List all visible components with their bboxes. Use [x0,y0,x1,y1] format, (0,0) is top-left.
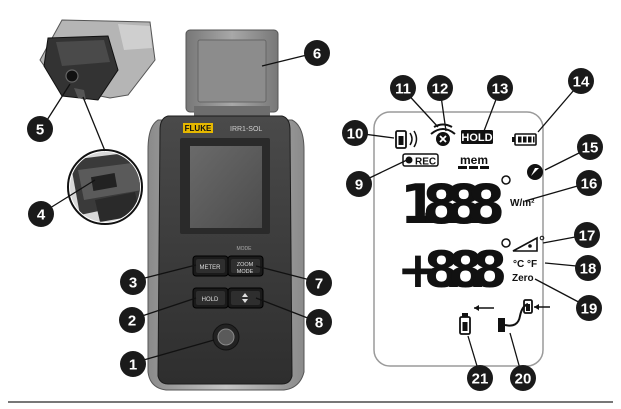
callout-18: 18 [575,255,601,281]
callout-21: 21 [467,365,493,391]
signal-off-icon [430,123,456,146]
svg-text:16: 16 [581,176,598,193]
main-unit: W/m² [510,198,535,209]
lcd-frame [373,111,544,367]
svg-text:METER: METER [200,265,222,271]
memory-indicator: mem [458,153,489,169]
main-degree-icon [501,175,511,185]
svg-text:14: 14 [573,74,590,91]
callout-9: 9 [346,171,372,197]
battery-icon [512,133,537,146]
zero-label: Zero [512,273,534,284]
model-label: IRR1-SOL [230,126,262,133]
svg-text:6: 6 [313,46,321,63]
svg-text:13: 13 [492,81,509,98]
power-button[interactable] [212,323,240,351]
svg-text:MODE: MODE [237,269,254,275]
arrow-button[interactable] [227,287,264,309]
callout-20: 20 [510,365,536,391]
compass-icon [527,164,543,180]
svg-text:3: 3 [129,275,137,292]
callout-13: 13 [487,75,513,101]
tilt-angle-icon [512,235,545,252]
callouts: 1 2 3 4 5 6 7 8 9 10 11 12 13 14 15 16 1… [27,40,603,391]
svg-text:HOLD: HOLD [202,297,219,303]
probe-signal-icon [395,130,418,149]
svg-text:7: 7 [315,276,323,293]
arrow-up-icon [242,293,248,297]
svg-text:18: 18 [580,261,597,278]
svg-text:MODE: MODE [237,246,253,252]
probe-socket-icon [65,69,79,83]
meter-device-icon [459,305,494,335]
callout-2: 2 [119,307,145,333]
zoom-inset [67,149,143,225]
brand-logo [183,123,213,133]
callout-4: 4 [28,201,54,227]
zoom-mode-button[interactable]: MODE ZOOM MODE [227,246,264,277]
record-indicator: REC [402,153,439,168]
device-screen [190,146,262,228]
callout-7: 7 [306,270,332,296]
svg-text:11: 11 [395,81,411,98]
svg-text:1: 1 [129,357,137,374]
main-reading: 1.8.8.8 [400,173,502,236]
svg-text:15: 15 [582,140,599,157]
callout-16: 16 [576,170,602,196]
callout-11: 11 [390,75,416,101]
callout-12: 12 [427,75,453,101]
svg-text:REC: REC [415,157,436,168]
svg-text:8: 8 [315,315,323,332]
callout-1: 1 [120,351,146,377]
temp-units: °C °F [513,259,537,270]
svg-text:12: 12 [432,81,449,98]
arrow-down-icon [242,299,248,303]
callout-19: 19 [576,295,602,321]
callout-3: 3 [120,269,146,295]
svg-text:2: 2 [128,313,136,330]
meter-device: FLUKE IRR1-SOL METER MODE ZOOM MODE HOLD [147,29,305,391]
svg-text:5: 5 [36,122,44,139]
svg-text:21: 21 [472,371,489,388]
probe-connector-detail [39,19,156,101]
callout-8: 8 [306,309,332,335]
hold-indicator: HOLD [461,130,493,144]
svg-text:ZOOM: ZOOM [237,262,254,268]
callout-5: 5 [27,116,53,142]
callout-10: 10 [342,120,368,146]
svg-text:9: 9 [355,177,363,194]
lcd-panel: HOLD REC mem 1.8.8 [373,111,550,367]
callout-14: 14 [568,68,594,94]
brand-label: FLUKE [185,124,212,133]
svg-text:HOLD: HOLD [461,132,492,144]
callout-6: 6 [304,40,330,66]
svg-text:19: 19 [581,301,598,318]
bottom-divider [8,401,613,403]
svg-text:17: 17 [579,228,596,245]
meter-button[interactable]: METER [192,255,229,277]
svg-text:20: 20 [515,371,532,388]
secondary-degree-icon [501,238,511,248]
hold-button[interactable]: HOLD [192,287,229,309]
svg-text:mem: mem [460,153,488,167]
callout-17: 17 [574,222,600,248]
callout-15: 15 [577,134,603,160]
svg-text:10: 10 [347,126,364,143]
secondary-reading: +8.8.8 [397,241,504,299]
probe-cable-icon [498,299,550,332]
svg-text:4: 4 [37,207,46,224]
